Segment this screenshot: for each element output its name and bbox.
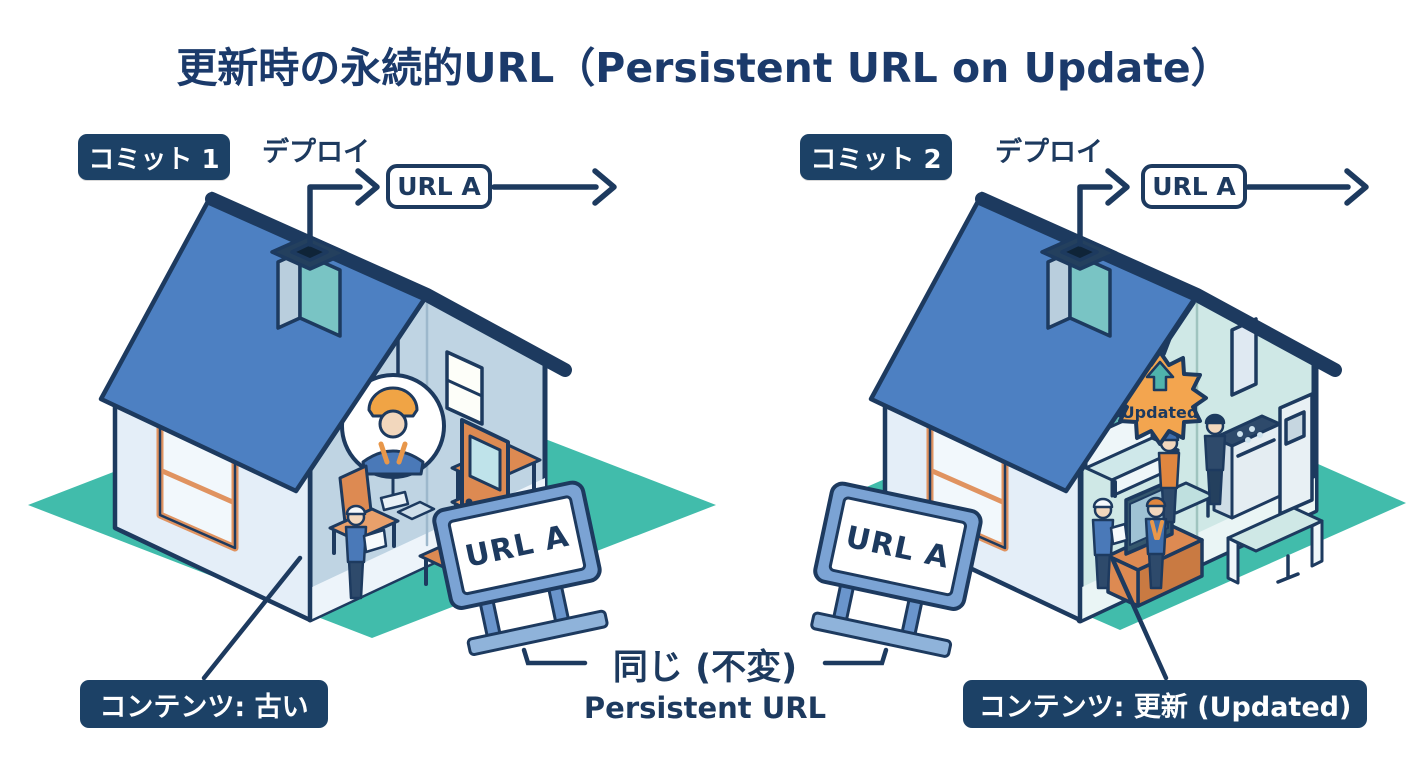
arrowhead-icon	[1344, 168, 1369, 206]
same-unchanged-label: 同じ (不変)	[612, 648, 798, 688]
worker-figure-icon	[1203, 413, 1227, 506]
deploy-arrow-left	[307, 168, 617, 247]
connector-same-left	[521, 647, 588, 666]
persistent-url-label: Persistent URL	[583, 691, 827, 725]
content-old-label: コンテンツ: 古い	[99, 691, 309, 723]
worker-figure-icon	[1091, 497, 1129, 590]
chimney-icon	[270, 234, 348, 338]
commit-2-badge: コミット 2	[800, 134, 952, 180]
worker-avatar-icon	[340, 300, 446, 512]
commit-1-badge: コミット 1	[78, 134, 230, 180]
url-a-box-right-label: URL A	[1152, 172, 1236, 201]
arrowhead-icon	[592, 168, 617, 206]
connector-same-right	[822, 647, 889, 666]
url-sign-left: URL A	[432, 480, 609, 657]
connector-content-right	[1110, 557, 1169, 681]
worker-figure-icon	[1144, 496, 1168, 590]
interior-window-icon	[445, 350, 484, 426]
connector-lines	[201, 555, 1169, 681]
commit-2-label: コミット 2	[810, 144, 942, 175]
page-title: 更新時の永続的URL（Persistent URL on Update）	[176, 44, 1232, 92]
content-updated-label: コンテンツ: 更新 (Updated)	[978, 691, 1352, 723]
worker-figure-icon	[1157, 430, 1181, 524]
worker-figure-icon	[344, 504, 388, 600]
deploy-arrow-right	[1077, 168, 1369, 247]
commit-1-label: コミット 1	[88, 144, 220, 175]
content-updated-badge: コンテンツ: 更新 (Updated)	[963, 680, 1367, 728]
floor-paper-icon	[396, 500, 436, 521]
chimney-icon	[1040, 234, 1118, 338]
url-a-box-right: URL A	[1141, 164, 1247, 209]
fridge-icon	[1278, 392, 1314, 516]
content-old-badge: コンテンツ: 古い	[80, 680, 328, 728]
connector-content-left	[201, 555, 303, 681]
url-a-box-left: URL A	[386, 164, 492, 209]
deploy-label-right: デプロイ	[995, 137, 1103, 168]
url-a-box-left-label: URL A	[397, 172, 481, 201]
arrowhead-icon	[355, 168, 380, 206]
updated-badge-label: Updated	[1122, 403, 1199, 422]
arrowhead-icon	[1105, 168, 1130, 206]
house-right-illustration: Updated	[868, 191, 1342, 624]
desk-icon	[1226, 506, 1324, 585]
deploy-label-left: デプロイ	[262, 137, 370, 168]
url-sign-right: URL A	[810, 481, 983, 658]
